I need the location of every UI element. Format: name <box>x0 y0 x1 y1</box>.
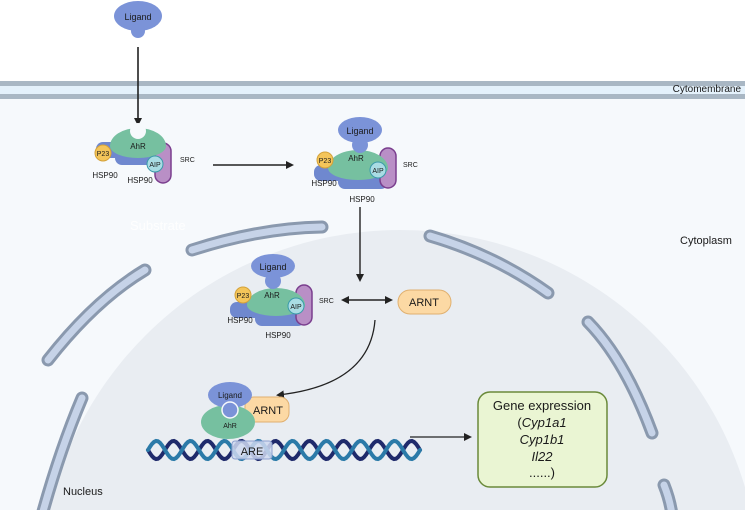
svg-text:AIP: AIP <box>149 162 161 169</box>
arrow-dimerization <box>276 319 376 399</box>
svg-text:P23: P23 <box>97 151 110 158</box>
gene-il22: Il22 <box>532 449 554 464</box>
nuclear-envelope <box>36 220 678 510</box>
svg-text:P23: P23 <box>237 293 250 300</box>
svg-text:HSP90: HSP90 <box>127 176 153 185</box>
gene-cyp1b1: Cyp1b1 <box>520 432 565 447</box>
svg-text:AhR: AhR <box>223 423 237 430</box>
cytomembrane <box>0 81 745 99</box>
dna-strand-b <box>146 438 422 462</box>
ahr-complex-nuclear: Ligand AhR P23 AIP HSP90 HSP90 SRC <box>227 254 334 340</box>
svg-text:AIP: AIP <box>372 168 384 175</box>
cytoplasm-label: Cytoplasm <box>680 235 732 247</box>
nucleus-label: Nucleus <box>63 486 103 498</box>
svg-text:P23: P23 <box>319 158 332 165</box>
svg-text:AhR: AhR <box>348 154 364 163</box>
svg-text:HSP90: HSP90 <box>349 195 375 204</box>
svg-text:SRC: SRC <box>403 162 418 169</box>
svg-text:ARE: ARE <box>241 446 264 458</box>
svg-text:HSP90: HSP90 <box>92 171 118 180</box>
dna-helix <box>146 438 422 462</box>
gene-expression-title: Gene expression <box>493 398 591 413</box>
aip-protein <box>146 155 164 173</box>
svg-text:HSP90: HSP90 <box>227 316 253 325</box>
ahr-complex-ligand-bound: Ligand AhR P23 AIP HSP90 HSP90 SRC <box>311 117 418 204</box>
gene-expression-box: Gene expression (Cyp1a1 Cyp1b1 Il22 ....… <box>477 391 608 488</box>
substrate-label: Substrate <box>130 218 186 233</box>
svg-text:AhR: AhR <box>130 142 146 151</box>
svg-text:AhR: AhR <box>264 291 280 300</box>
svg-text:ARNT: ARNT <box>253 405 283 417</box>
svg-text:SRC: SRC <box>319 298 334 305</box>
arnt-free: ARNT <box>397 289 452 315</box>
gene-cyp1a1: Cyp1a1 <box>522 415 567 430</box>
svg-text:HSP90: HSP90 <box>265 331 291 340</box>
are-element: ARE <box>231 440 273 460</box>
p23-protein <box>94 144 112 162</box>
ahr-protein <box>110 128 166 158</box>
gene-list-line1: (Cyp1a1 <box>517 415 566 430</box>
extracellular-space <box>0 0 745 80</box>
ligand-pocket <box>130 123 146 139</box>
svg-text:Ligand: Ligand <box>124 12 151 22</box>
gene-ellipsis: ......) <box>529 465 555 480</box>
svg-text:Ligand: Ligand <box>346 126 373 136</box>
free-ligand: Ligand <box>114 1 162 38</box>
svg-text:Ligand: Ligand <box>259 262 286 272</box>
svg-text:ARNT: ARNT <box>409 297 439 309</box>
svg-text:Ligand: Ligand <box>218 391 242 400</box>
svg-text:SRC: SRC <box>180 157 195 164</box>
ahr-arnt-dna-complex: ARNT Ligand AhR <box>201 382 290 439</box>
cytomembrane-label: Cytomembrane <box>673 84 742 95</box>
svg-text:HSP90: HSP90 <box>311 179 337 188</box>
svg-text:AIP: AIP <box>290 304 302 311</box>
ahr-complex-inactive: AhR P23 AIP HSP90 HSP90 SRC <box>92 123 195 185</box>
